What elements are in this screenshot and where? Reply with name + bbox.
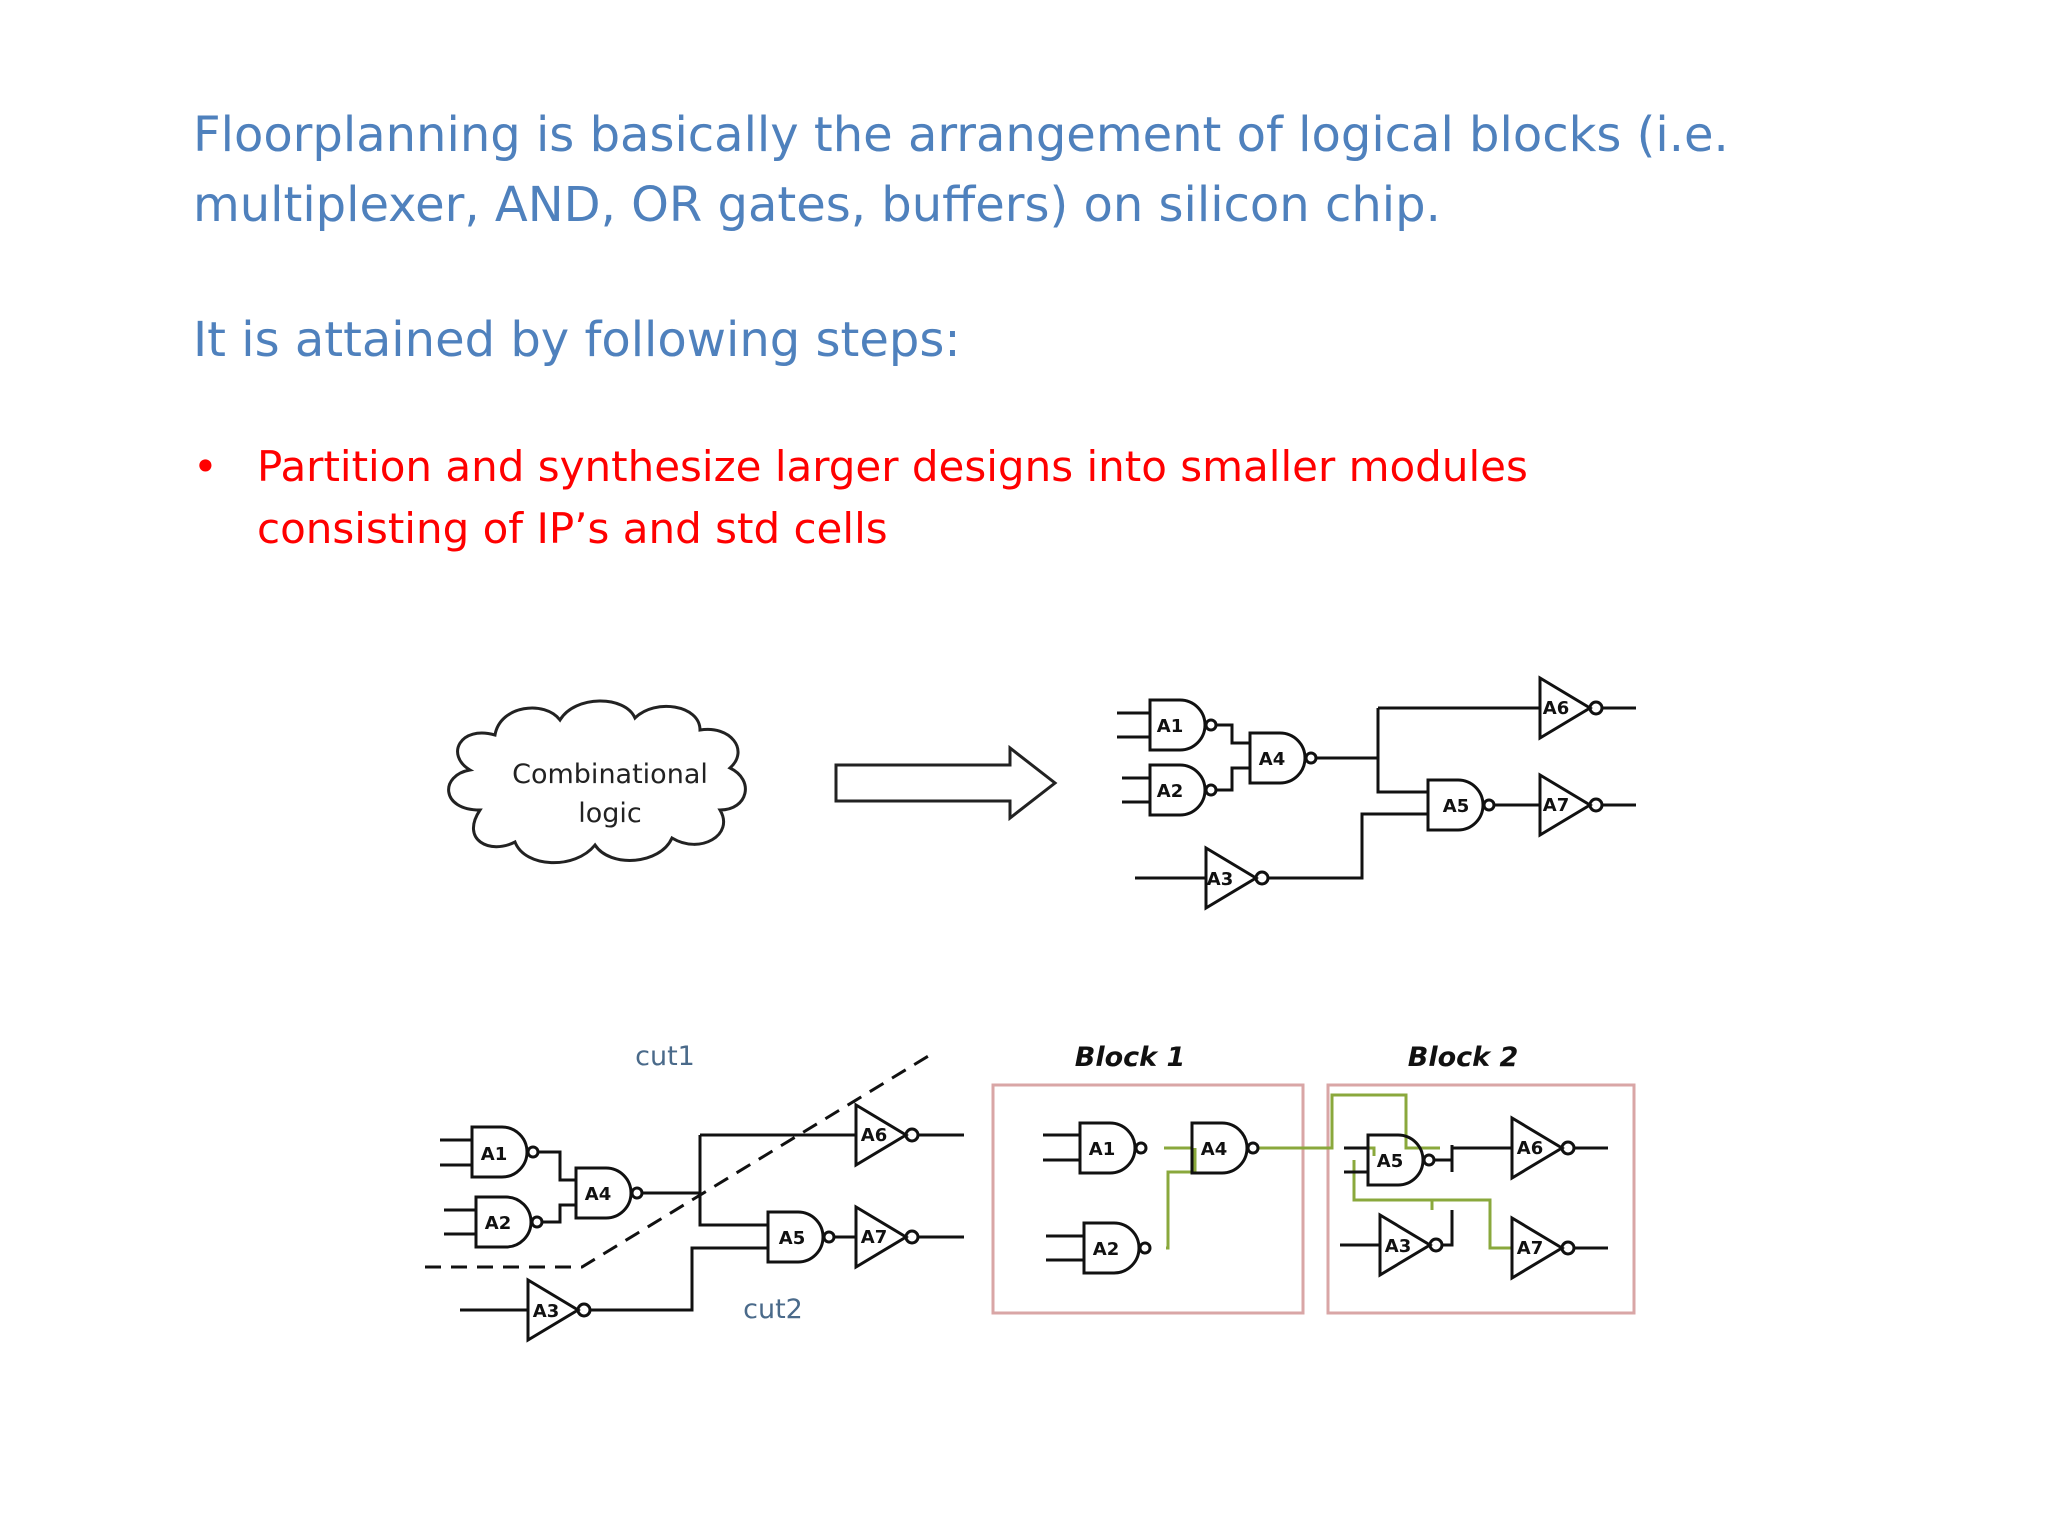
block2-gate-a5: A5 [1377,1151,1403,1172]
block2-box [1326,1083,1636,1315]
top-gate-a6: A6 [1543,698,1569,719]
top-gate-a7: A7 [1543,795,1569,816]
steps-intro: It is attained by following steps: [193,312,961,368]
cut-gate-a7: A7 [861,1227,887,1248]
block1-box [991,1083,1305,1315]
cloud-label-line1: Combinational [512,759,708,790]
cut-gate-a1: A1 [481,1144,507,1165]
bullet-text: Partition and synthesize larger designs … [257,442,1528,553]
combinational-logic-cloud: Combinational logic [447,699,747,865]
block-circuits [1043,1115,1608,1281]
cut-gate-a6: A6 [861,1125,887,1146]
cut-gate-a4: A4 [585,1184,611,1205]
top-gate-a3: A3 [1207,869,1233,890]
cut2-label: cut2 [743,1294,803,1325]
bullet-marker: • [193,442,218,491]
cut-gate-a5: A5 [779,1228,805,1249]
block1-gate-a2: A2 [1093,1239,1119,1260]
intro-text: Floorplanning is basically the arrangeme… [193,107,1729,233]
bullet-item: • Partition and synthesize larger design… [193,436,1593,560]
block1-gate-a1: A1 [1089,1139,1115,1160]
cut-gate-a3: A3 [533,1301,559,1322]
top-gate-a4: A4 [1259,749,1285,770]
partitioned-circuit [440,1102,964,1343]
block2-label: Block 2 [1408,1042,1519,1073]
top-gate-a2: A2 [1157,781,1183,802]
block2-gate-a7: A7 [1517,1238,1543,1259]
right-arrow [834,744,1058,822]
top-gate-a1: A1 [1157,716,1183,737]
synthesized-circuit [1117,675,1636,911]
block2-gate-a3: A3 [1385,1236,1411,1257]
cloud-label-line2: logic [578,798,642,829]
top-gate-a5: A5 [1443,796,1469,817]
block1-gate-a4: A4 [1201,1139,1227,1160]
block1-label: Block 1 [1075,1042,1186,1073]
cut-gate-a2: A2 [485,1213,511,1234]
cut-lines [425,1053,931,1269]
block2-gate-a6: A6 [1517,1138,1543,1159]
cut1-label: cut1 [635,1041,695,1072]
